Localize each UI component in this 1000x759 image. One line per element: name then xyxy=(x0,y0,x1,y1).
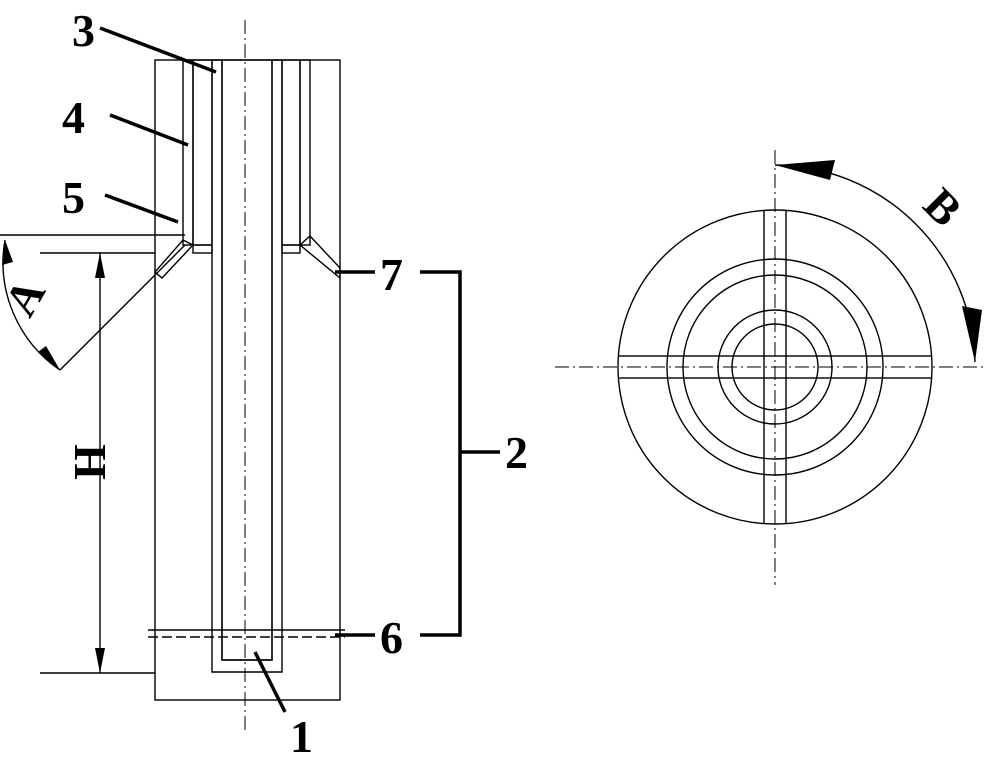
leaders xyxy=(99,26,500,713)
label-5: 5 xyxy=(62,172,85,223)
vent-channel xyxy=(298,235,341,280)
label-2: 2 xyxy=(505,427,528,478)
label-7: 7 xyxy=(380,249,403,300)
inner-bore xyxy=(221,59,273,661)
section-view: H A xyxy=(0,20,345,730)
label-6: 6 xyxy=(380,612,403,663)
label-1: 1 xyxy=(290,711,313,759)
plan-view: B xyxy=(555,150,985,585)
inner-pipe-wall xyxy=(211,59,283,673)
angle-a-label: A xyxy=(0,270,55,324)
label-4: 4 xyxy=(62,92,85,143)
outer-pipe-wall xyxy=(182,59,194,246)
vertical-channel xyxy=(763,210,787,524)
bracket-2 xyxy=(420,270,462,637)
height-label: H xyxy=(64,444,115,480)
label-3: 3 xyxy=(72,5,95,56)
angle-b-label: B xyxy=(914,178,972,236)
